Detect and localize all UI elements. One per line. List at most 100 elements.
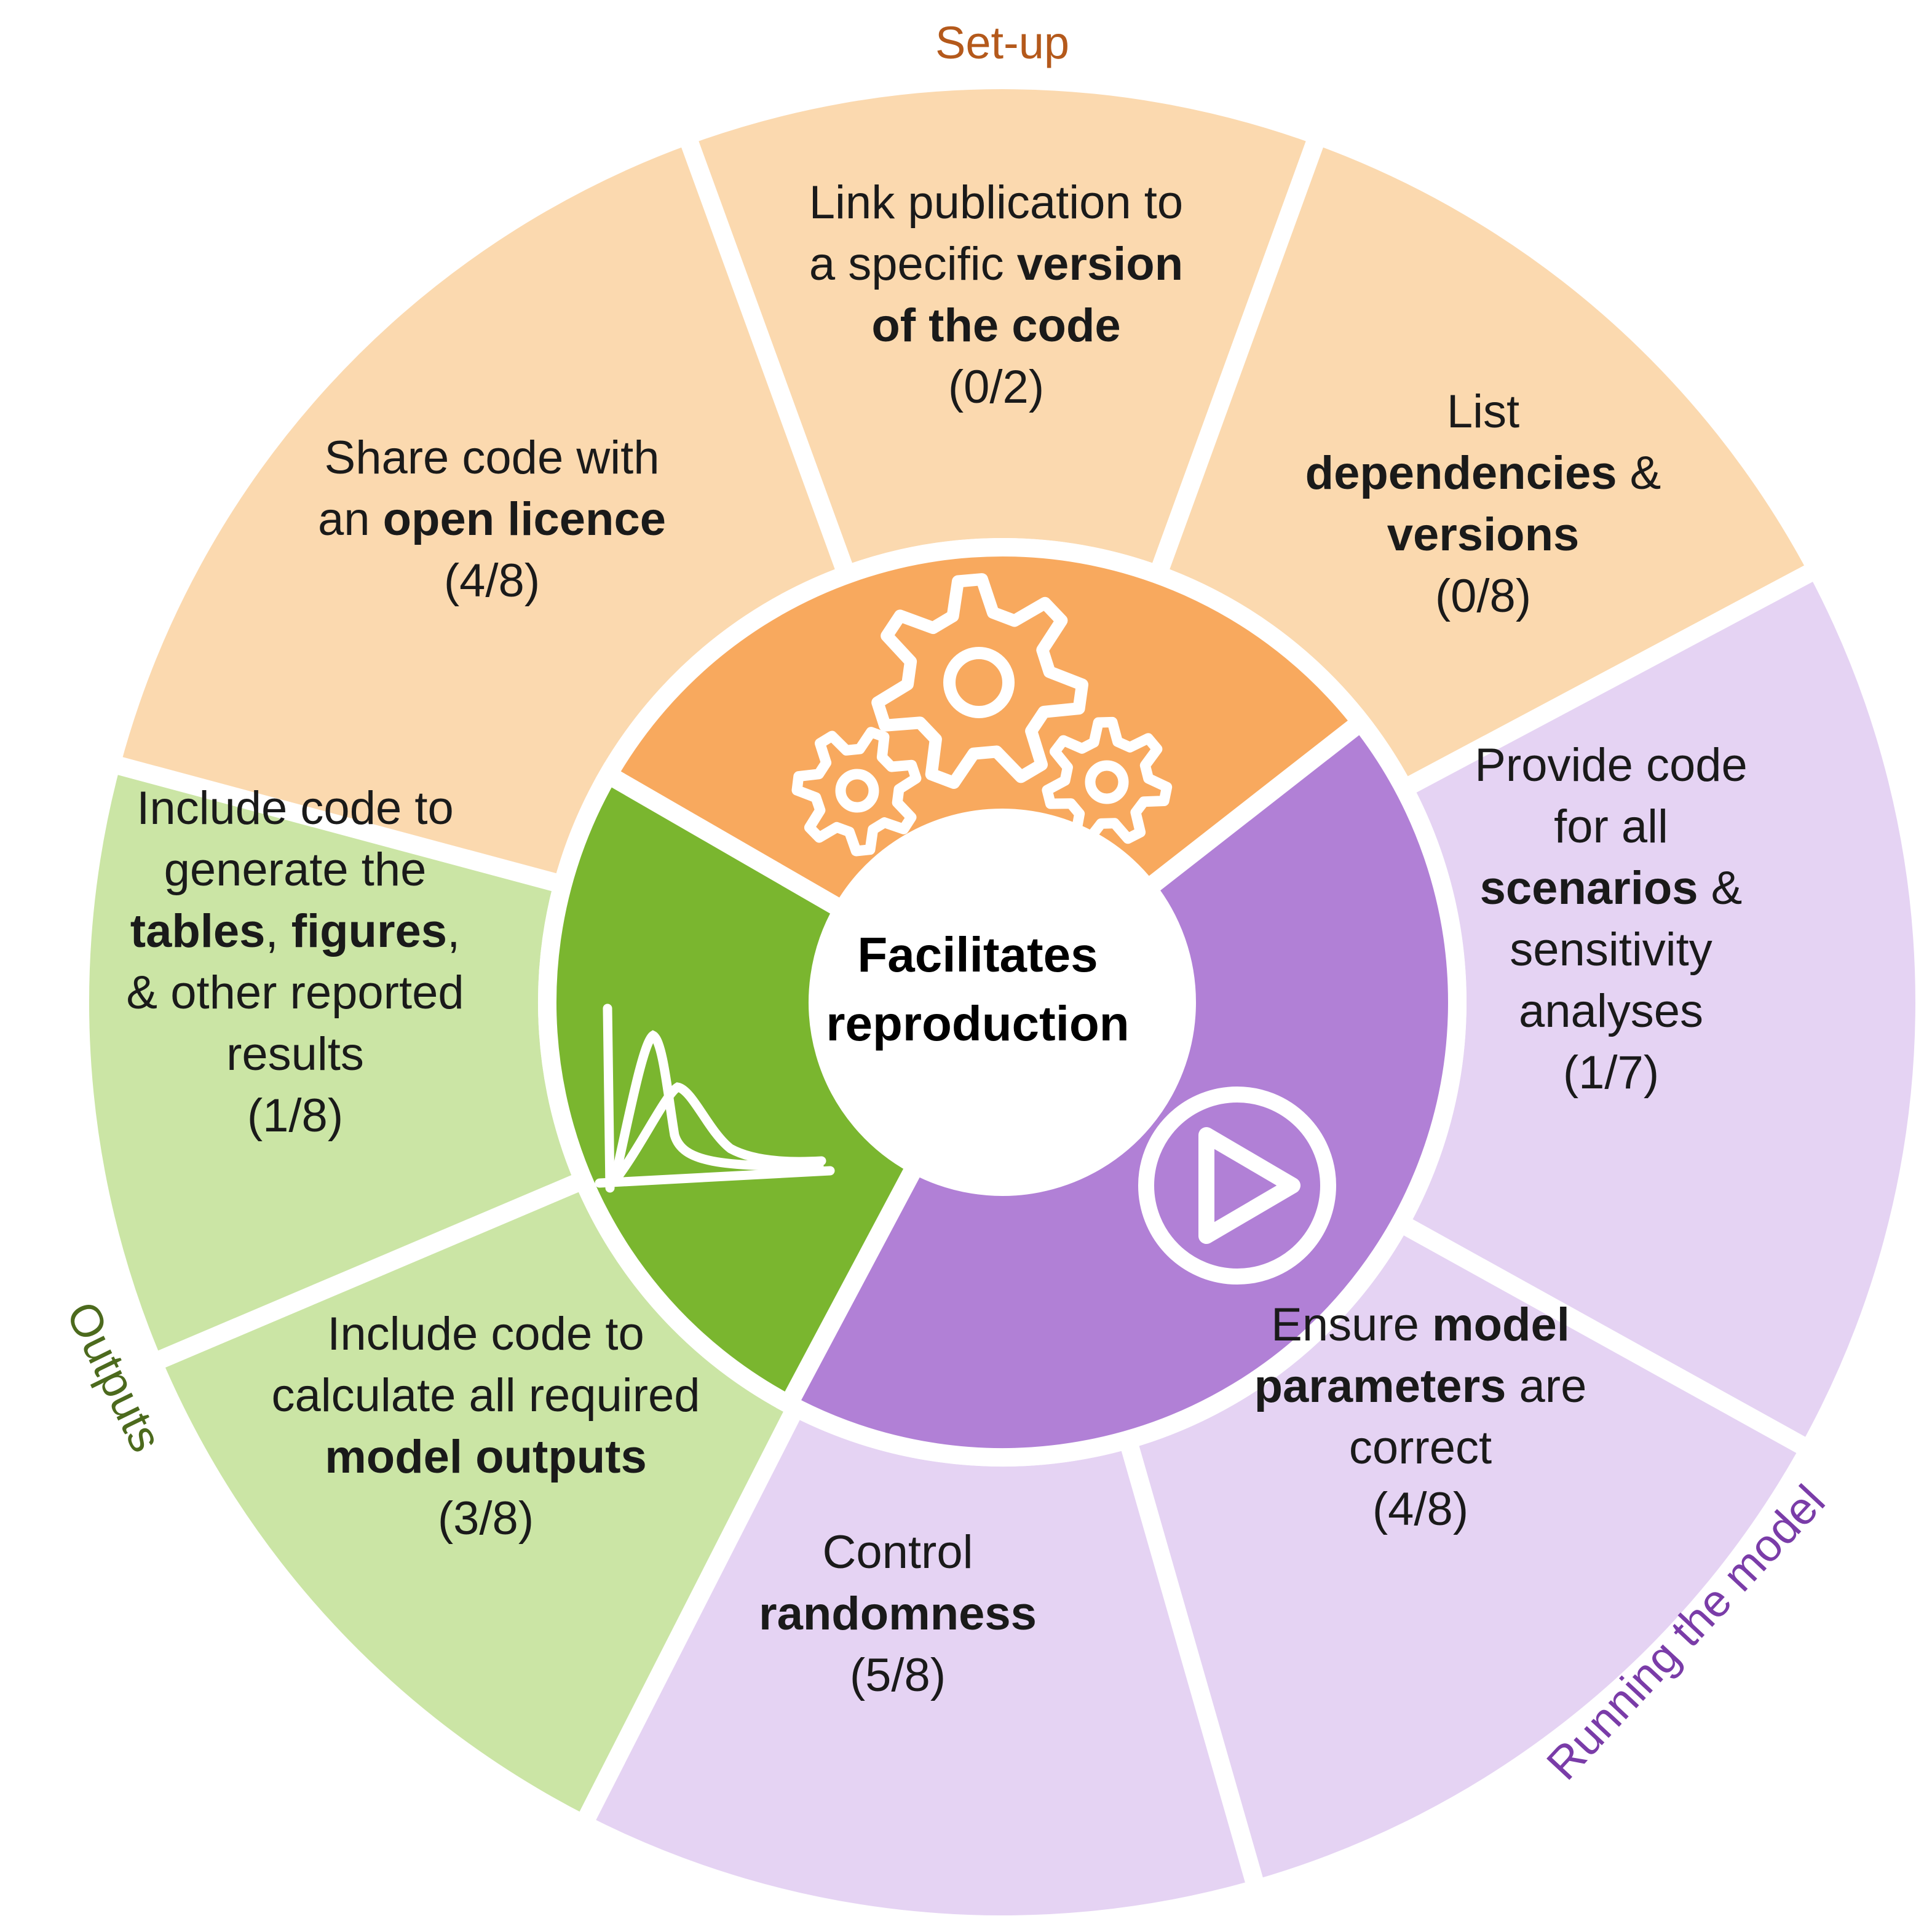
segment-line: generate the [164,844,427,896]
segment-text-run: & other reported [126,967,464,1019]
segment-text-run: an [318,493,383,545]
segment-text-run: (0/8) [1435,570,1531,622]
segment-line: (4/8) [1372,1483,1468,1535]
segment-label-share-licence: Share code with an open licence (4/8) [318,432,666,607]
segment-line: Include code to [327,1308,644,1360]
segment-text-run: , [265,905,291,957]
segment-text-run: Provide code [1475,739,1748,791]
segment-label-generate-tables: Include code to generate the tables, figur… [126,782,464,1142]
segment-text-run: Include code to [137,782,454,834]
segment-line: a specific version [809,238,1183,290]
segment-text-run: parameters [1254,1360,1506,1412]
segment-text-run: (0/2) [948,361,1044,413]
segment-line: List [1447,386,1519,438]
segment-line: Control [823,1526,973,1578]
segment-line: (1/8) [247,1090,343,1142]
segment-label-ensure-parameters: Ensure model parameters are correct (4/8) [1254,1299,1587,1535]
segment-line: (5/8) [850,1649,946,1701]
segment-line: results [226,1028,364,1080]
segment-text-run: correct [1349,1422,1492,1474]
segment-line: Ensure model [1271,1299,1570,1351]
segment-line: model outputs [325,1431,647,1483]
segment-text-run: for all [1554,801,1668,853]
segment-line: versions [1387,509,1580,561]
segment-line: Link publication to [809,176,1183,229]
segment-text-run: Include code to [327,1308,644,1360]
segment-line: & other reported [126,967,464,1019]
segment-text-run: dependencies [1305,447,1617,499]
segment-label-provide-scenarios: Provide code for all scenarios & sensitivit… [1475,739,1748,1099]
segment-line: parameters are [1254,1360,1587,1412]
center-hub [818,818,1187,1187]
segment-line: (0/2) [948,361,1044,413]
segment-label-calculate-outputs: Include code to calculate all required mod… [271,1308,700,1545]
chart-curve-1 [610,1030,824,1184]
play-circle [1138,1087,1336,1285]
segment-text-run: (1/8) [247,1090,343,1142]
segment-line: (1/7) [1563,1047,1659,1099]
segment-text-run: open licence [383,493,666,545]
center-line: Facilitates [857,927,1098,982]
segment-text-run: are [1506,1360,1586,1412]
segment-line: (3/8) [438,1492,534,1545]
segment-text-run: generate the [164,844,427,896]
segment-line: an open licence [318,493,666,545]
segment-text-run: (4/8) [1372,1483,1468,1535]
segment-line: for all [1554,801,1668,853]
segment-text-run: & [1698,862,1743,914]
segment-text-run: a specific [809,238,1017,290]
segment-line: randomness [759,1588,1037,1640]
segment-label-control-randomness: Control randomness (5/8) [759,1526,1037,1701]
segment-line: tables, figures, [130,905,460,957]
segment-text-run: model [1432,1299,1570,1351]
segment-text-run: List [1447,386,1519,438]
segment-line: scenarios & [1480,862,1743,914]
segment-line: correct [1349,1422,1492,1474]
segment-line: sensitivity [1510,924,1712,976]
gear-large-hole [943,647,1015,718]
segment-line: Include code to [137,782,454,834]
segment-text-run: scenarios [1480,862,1698,914]
play-icon [1138,1087,1336,1285]
segment-line: (4/8) [444,555,540,607]
segment-text-run: (5/8) [850,1649,946,1701]
chart-x-axis [595,1166,835,1188]
segment-text-run: sensitivity [1510,924,1712,976]
segment-text-run: Link publication to [809,176,1183,229]
segment-text-run: Control [823,1526,973,1578]
segment-line: dependencies & [1305,447,1661,499]
segment-text-run: analyses [1519,985,1703,1037]
segment-text-run: model outputs [325,1431,647,1483]
segment-text-run: of the code [871,299,1120,352]
segment-text-run: & [1617,447,1661,499]
segment-line: of the code [871,299,1120,352]
segment-line: calculate all required [271,1369,700,1422]
segment-text-run: Share code with [325,432,660,484]
segment-text-run: (4/8) [444,555,540,607]
play-triangle [1198,1127,1301,1244]
segment-text-run: version [1017,238,1183,290]
gear-small-right [1042,716,1173,845]
segment-line: analyses [1519,985,1703,1037]
chart-y-axis [603,1004,615,1193]
segment-text-run: Ensure [1271,1299,1432,1351]
segment-text-run: (1/7) [1563,1047,1659,1099]
segment-text-run: results [226,1028,364,1080]
segment-label-link-version: Link publication to a specific version of … [809,176,1183,413]
gear-small-left [791,727,922,857]
segment-text-run: versions [1387,509,1580,561]
gear-small-right-hole [1085,760,1129,804]
segment-text-run: (3/8) [438,1492,534,1545]
gear-small-left-hole [835,769,879,813]
segment-text-run: figures [291,905,447,957]
segment-text-run: calculate all required [271,1369,700,1422]
segment-text-run: tables [130,905,266,957]
center-label: Facilitates reproduction [826,927,1129,1051]
segment-text-run: , [447,905,460,957]
gears-icon [791,573,1173,857]
category-label-setup: Set-up [935,17,1069,68]
center-line: reproduction [826,996,1129,1051]
